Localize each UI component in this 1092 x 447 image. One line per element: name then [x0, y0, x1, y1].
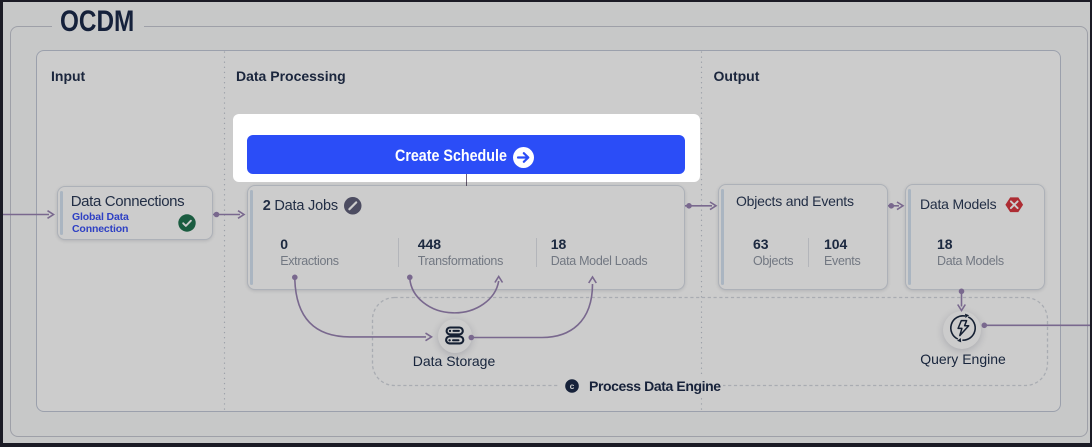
svg-text:c: c	[570, 381, 575, 391]
